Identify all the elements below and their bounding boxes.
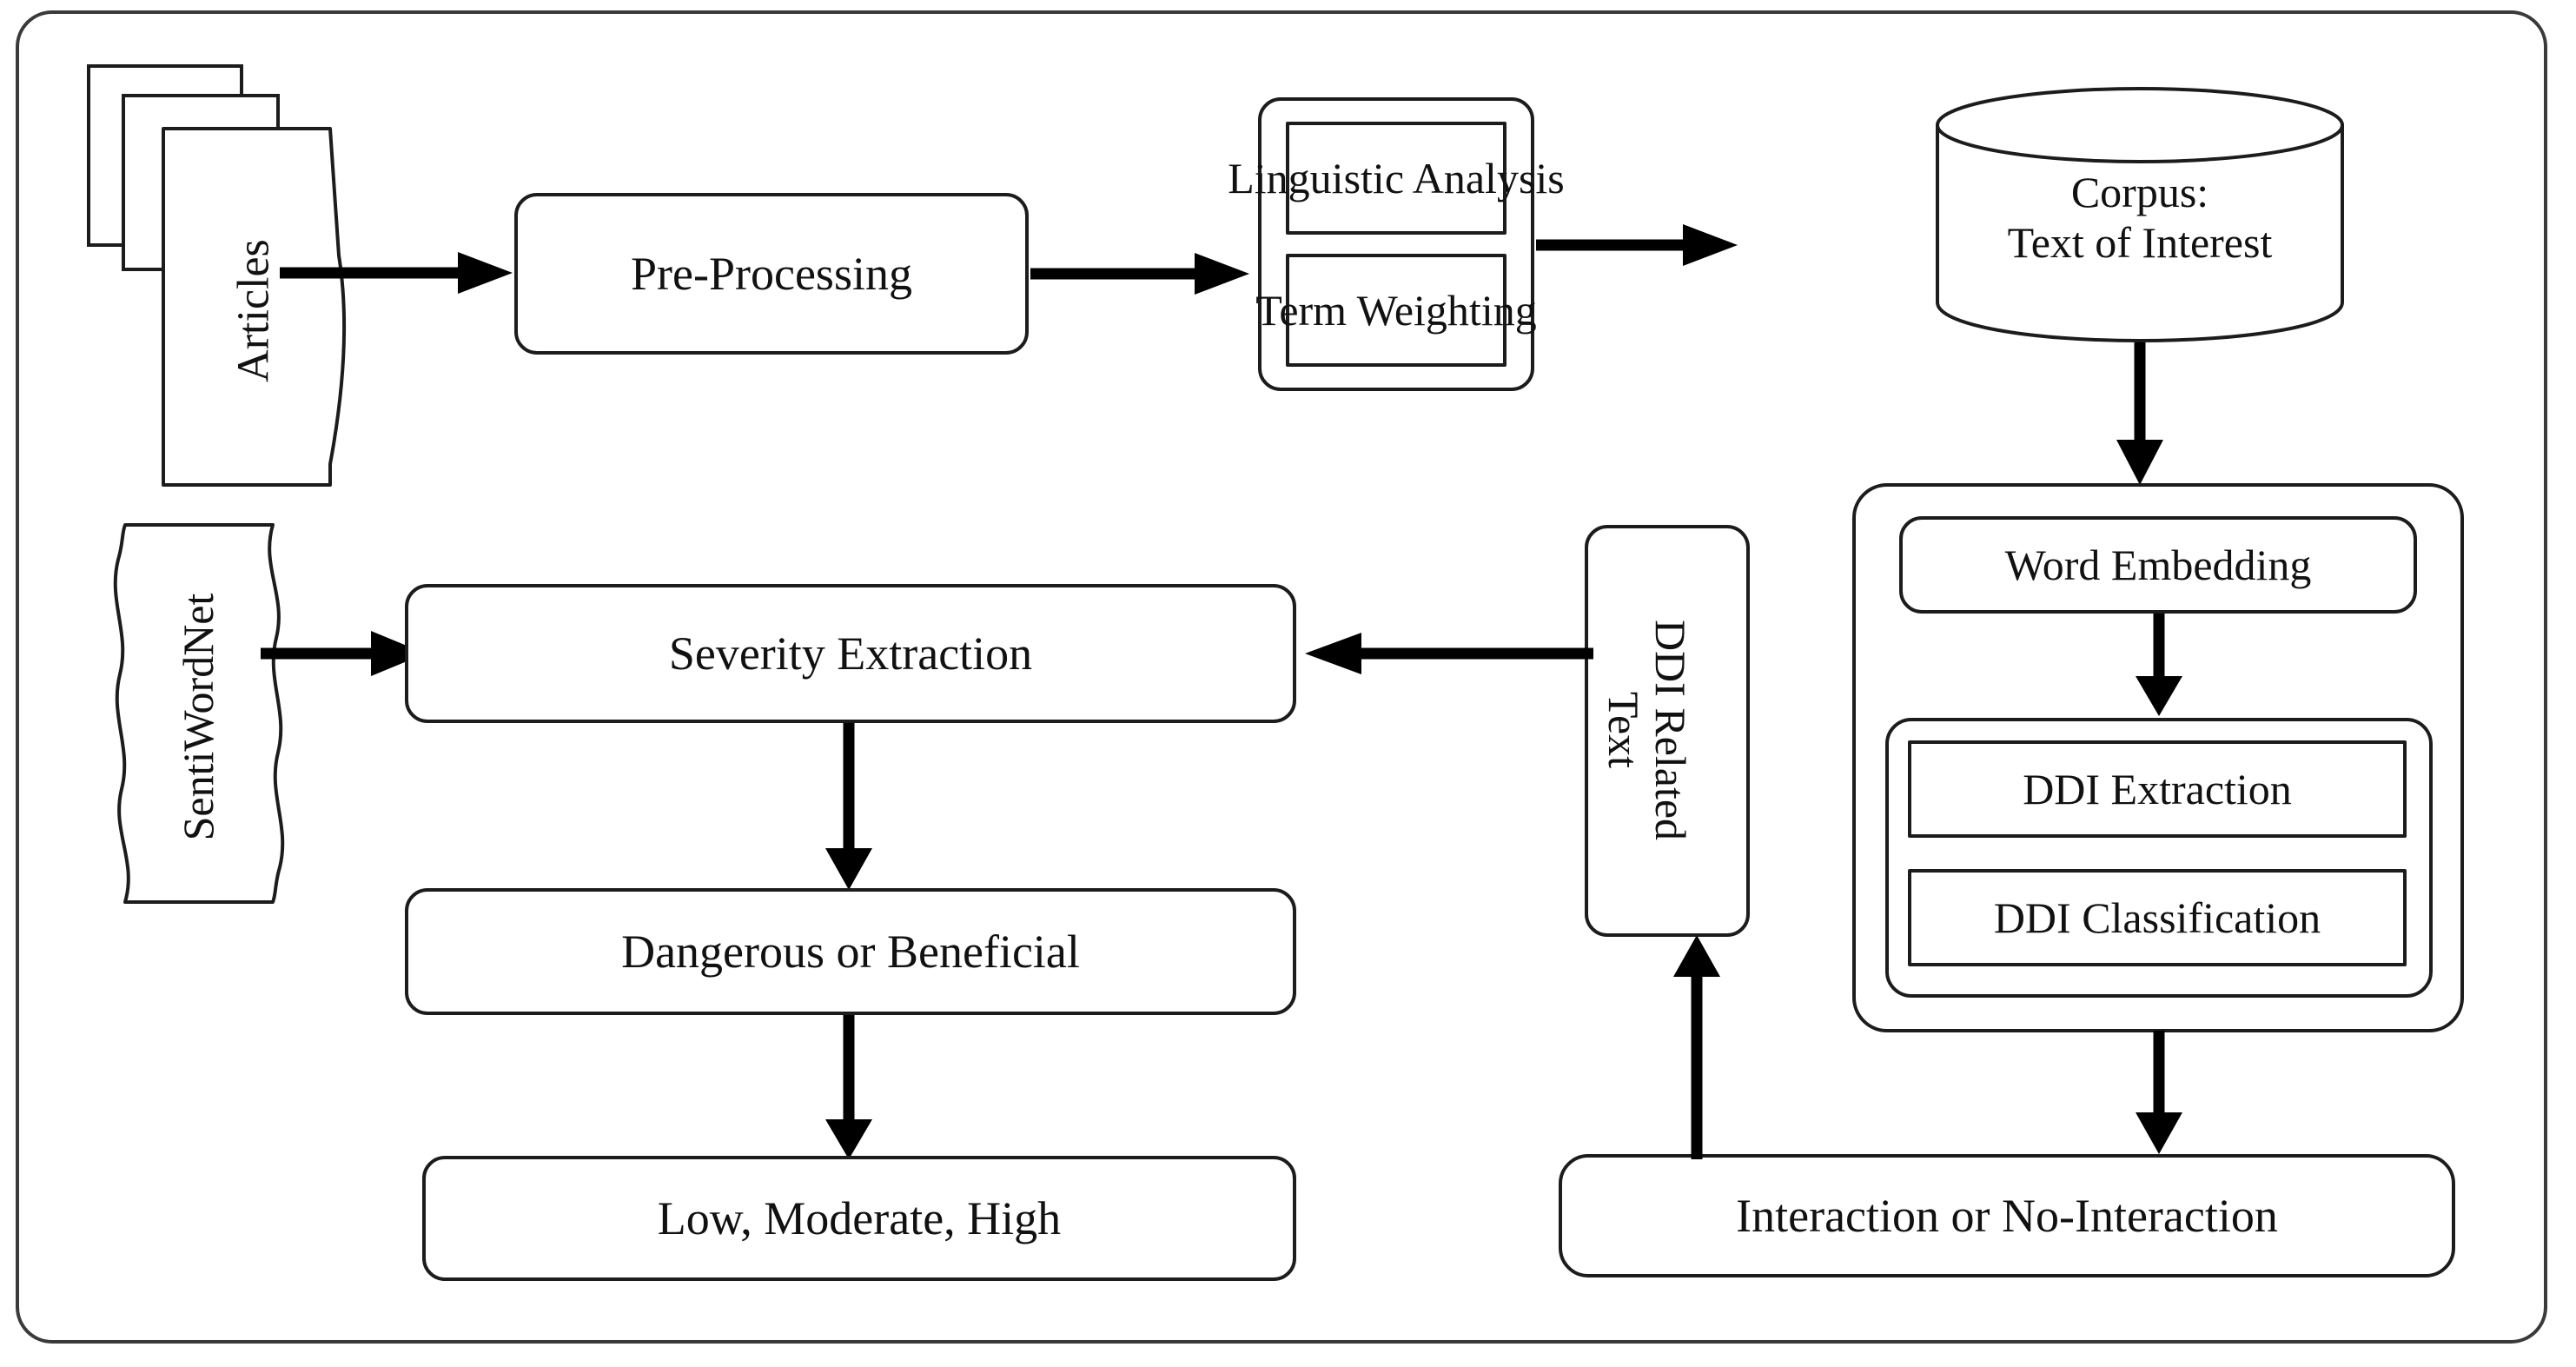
corpus-cylinder-icon — [1932, 83, 2348, 344]
edge-ddi-related-text-to-severity — [1298, 627, 1593, 680]
node-interaction-or-no-interaction[interactable]: Interaction or No-Interaction — [1559, 1154, 2455, 1277]
node-term-weighting[interactable]: Term Weighting — [1255, 254, 1537, 367]
node-word-embedding[interactable]: Word Embedding — [1899, 516, 2417, 614]
edge-dangerous-to-levels — [820, 1015, 877, 1163]
edge-corpus-to-ddi-group — [2111, 342, 2169, 490]
edge-severity-to-dangerous — [820, 723, 877, 893]
corpus-label-block: Corpus: Text of Interest — [1932, 167, 2348, 268]
term-weighting-label: Term Weighting — [1255, 286, 1537, 335]
edge-wordembedding-to-ddi-inner — [2130, 614, 2188, 720]
node-preprocessing[interactable]: Pre-Processing — [514, 193, 1029, 355]
node-linguistic-analysis[interactable]: Linguistic Analysis — [1228, 122, 1565, 235]
ddi-related-text-label-line1: DDI Related — [1646, 619, 1695, 841]
preprocessing-label: Pre-Processing — [631, 247, 912, 300]
edge-analysis-to-corpus — [1536, 219, 1745, 271]
node-severity-extraction[interactable]: Severity Extraction — [405, 584, 1296, 723]
sentiwordnet-label: SentiWordNet — [174, 593, 222, 841]
edge-preprocessing-to-analysis — [1030, 248, 1258, 300]
node-ddi-related-text[interactable]: DDI Related Text — [1585, 525, 1750, 937]
articles-front-document-icon — [160, 125, 356, 490]
low-moderate-high-label: Low, Moderate, High — [657, 1191, 1062, 1244]
corpus-label-line1: Corpus: — [2070, 168, 2209, 216]
ddi-extraction-label: DDI Extraction — [2023, 765, 2292, 813]
interaction-label: Interaction or No-Interaction — [1736, 1189, 2278, 1242]
node-ddi-classification[interactable]: DDI Classification — [1908, 869, 2407, 966]
corpus-label-line2: Text of Interest — [2007, 218, 2273, 267]
severity-extraction-label: Severity Extraction — [668, 627, 1033, 680]
node-ddi-extraction[interactable]: DDI Extraction — [1908, 740, 2407, 838]
articles-label: Articles — [228, 239, 279, 382]
edge-articles-to-preprocessing — [280, 247, 523, 299]
edge-sentiwordnet-to-severity — [261, 627, 434, 680]
ddi-classification-label: DDI Classification — [1993, 893, 2321, 942]
dangerous-or-beneficial-label: Dangerous or Beneficial — [621, 925, 1080, 978]
edge-ddi-group-to-interaction — [2130, 1031, 2188, 1158]
edge-interaction-to-ddi-related-text — [1668, 932, 1725, 1159]
ddi-related-text-label-line2: Text — [1599, 691, 1648, 769]
word-embedding-label: Word Embedding — [2004, 541, 2312, 589]
linguistic-analysis-label: Linguistic Analysis — [1228, 154, 1565, 202]
node-low-moderate-high[interactable]: Low, Moderate, High — [422, 1156, 1296, 1281]
node-dangerous-or-beneficial[interactable]: Dangerous or Beneficial — [405, 888, 1296, 1015]
